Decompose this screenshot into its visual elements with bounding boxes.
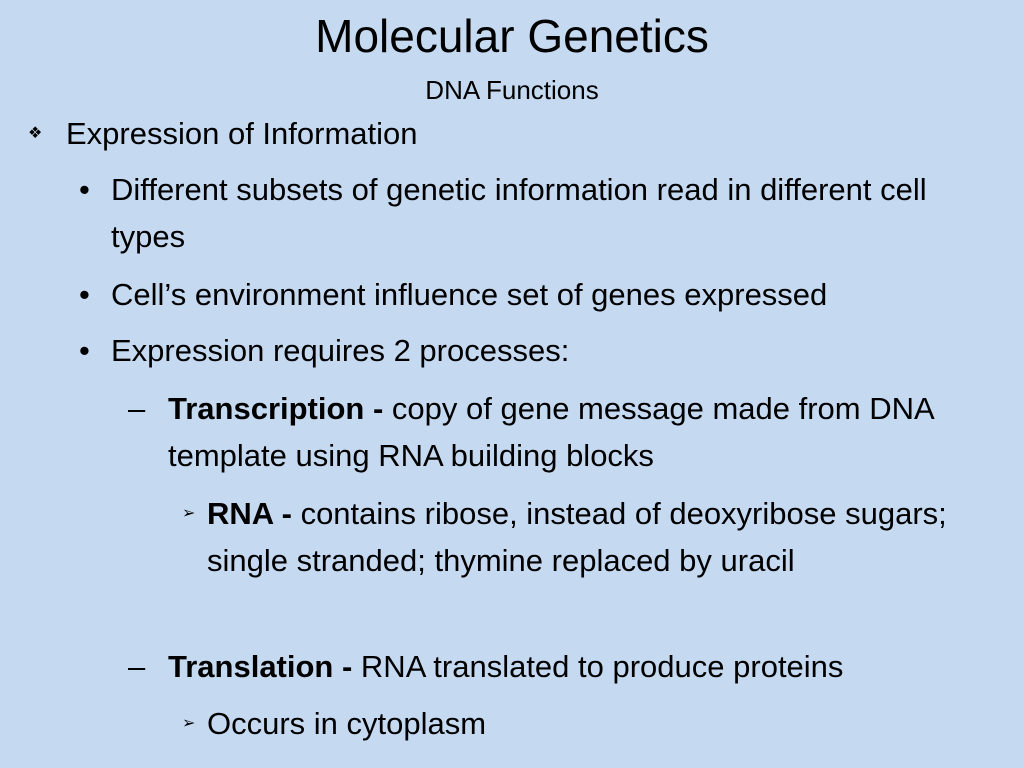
dash-icon: – (128, 649, 146, 684)
process-term: Translation - (168, 649, 361, 684)
heading-item: ❖ Expression of Information (28, 110, 966, 157)
slide-title: Molecular Genetics (315, 10, 709, 62)
heading-text: Expression of Information (66, 116, 418, 151)
sub-term: RNA - (207, 496, 301, 531)
bullet-item-2: • Cell’s environment influence set of ge… (79, 271, 971, 318)
process-item-translation: – Translation - RNA translated to produc… (128, 643, 988, 690)
diamond-bullet-icon: ❖ (28, 125, 43, 142)
sub-text: Occurs in cytoplasm (207, 706, 487, 741)
bullet-item-1: • Different subsets of genetic informati… (79, 166, 971, 260)
process-term: Transcription - (168, 391, 392, 426)
process-item-transcription: – Transcription - copy of gene message m… (128, 385, 988, 479)
bullet-icon: • (79, 277, 90, 312)
slide-subtitle: DNA Functions (425, 75, 599, 105)
dash-icon: – (128, 391, 146, 426)
sub-item-cytoplasm: ➢ Occurs in cytoplasm (182, 700, 967, 747)
bullet-item-3: • Expression requires 2 processes: (79, 327, 971, 374)
bullet-icon: • (79, 333, 90, 368)
bullet-text: Expression requires 2 processes: (111, 333, 570, 368)
process-text: copy of gene message made from DNA templ… (168, 391, 933, 473)
bullet-icon: • (79, 172, 90, 207)
sub-item-rna: ➢ RNA - contains ribose, instead of deox… (182, 490, 967, 584)
bullet-text: Different subsets of genetic information… (111, 172, 927, 254)
arrow-bullet-icon: ➢ (182, 505, 196, 522)
bullet-text: Cell’s environment influence set of gene… (111, 277, 828, 312)
process-text: RNA translated to produce proteins (360, 649, 844, 684)
arrow-bullet-icon: ➢ (182, 715, 196, 732)
sub-text: contains ribose, instead of deoxyribose … (207, 496, 947, 578)
